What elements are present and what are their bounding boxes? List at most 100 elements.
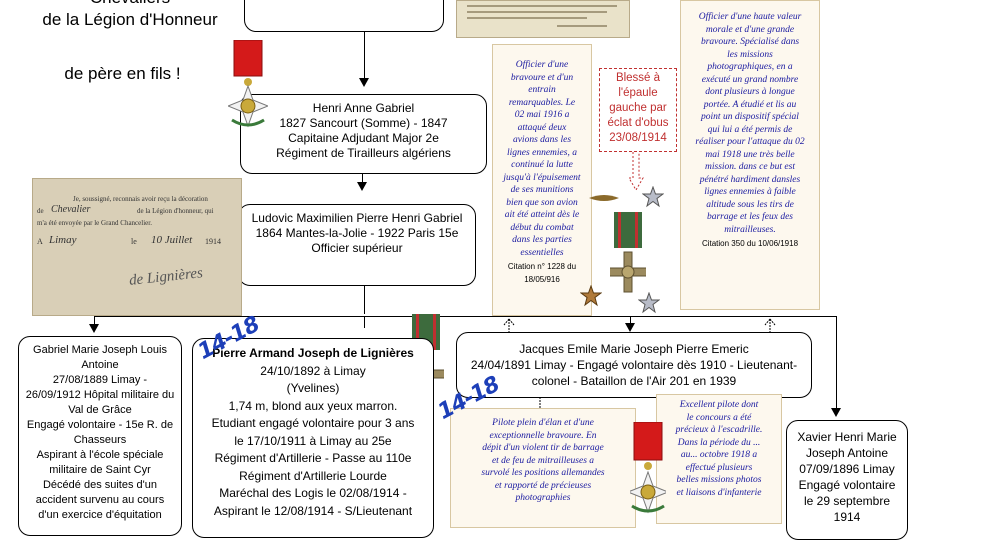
pierre-line: Aspirant le 12/08/1914 - S/Lieutenant: [213, 503, 413, 518]
citation-3-line: exceptionnelle bravoure. En: [489, 430, 597, 441]
person-box-jacques: Jacques Emile Marie Joseph Pierre Emeric…: [456, 332, 812, 398]
citation-2-line: lignes ennemies à faible: [704, 187, 796, 197]
xavier-line: 1914: [833, 510, 861, 524]
citation-4-line: Excellent pilote dont: [679, 400, 759, 410]
wound-line: Blessé à: [615, 72, 661, 84]
gabriel-line: Antoine: [81, 359, 119, 371]
citation-2-line: pénétré hardiment dansles: [699, 174, 801, 185]
henri-name: Henri Anne Gabriel: [312, 101, 415, 115]
citation-2-line: les missions: [727, 49, 773, 60]
person-box-ludovic: Ludovic Maximilien Pierre Henri Gabriel …: [238, 204, 476, 286]
doc-signature: de Lignières: [128, 265, 204, 289]
pierre-name-bold: Pierre Armand Joseph de Lignières: [212, 346, 414, 360]
jacques-name: Jacques Emile Marie Joseph Pierre Emeric: [519, 342, 749, 356]
wound-line: l'épaule: [618, 87, 658, 99]
gabriel-line: militaire de Saint Cyr: [49, 464, 151, 476]
citation-1-line: attaqué deux: [517, 122, 567, 133]
gabriel-line: Engagé volontaire - 15e R. de: [26, 419, 174, 431]
citation-2-line: photographiques, en a: [707, 62, 793, 72]
ludovic-rank: Officier supérieur: [311, 241, 403, 255]
xavier-line: Joseph Antoine: [805, 446, 889, 460]
citation-2-line: mai 1918 une très belle: [705, 149, 795, 160]
xavier-line: Xavier Henri Marie: [797, 430, 897, 444]
citation-1-line: bravoure et d'un: [510, 72, 574, 83]
citation-4-text: Excellent pilote dont le concours a été pr…: [657, 399, 781, 499]
gabriel-line: Décédé des suites d'un: [42, 479, 157, 491]
citation-4-line: précieux à l'escadrille.: [675, 425, 763, 435]
citation-4-line: et liaisons d'infanterie: [676, 487, 762, 498]
doc-line1: Je, soussigné, reconnais avoir reçu la d…: [73, 195, 208, 203]
citation-2-line: barrage et les feux des: [706, 212, 793, 222]
gabriel-line: accident survenu au cours: [35, 494, 165, 506]
citation-4-line: effectué plusieurs: [685, 462, 753, 473]
doc-line3: m'a été envoyée par le Grand Chancelier.: [37, 219, 152, 227]
citation-1-line: bien que son avion: [506, 197, 578, 208]
citation-2-line: bravoure. Spécialisé dans: [700, 37, 800, 47]
henri-unit: Régiment de Tirailleurs algériens: [276, 146, 451, 160]
silver-star-icon: [638, 292, 660, 314]
wound-line: éclat d'obus: [607, 117, 669, 129]
henri-rank: Capitaine Adjudant Major 2e: [288, 131, 439, 145]
citation-4-line: belles missions photos: [676, 475, 762, 485]
citation-3-line: photographies: [515, 493, 571, 503]
citation-1-line: Officier d'une: [515, 60, 569, 70]
citation-1-line: essentielles: [520, 247, 564, 258]
citation-2-line: qui lui a été permis de: [707, 124, 793, 135]
henri-dates: 1827 Sancourt (Somme) - 1847: [279, 116, 448, 130]
croix-de-guerre-medal-icon: [610, 212, 646, 293]
legion-honneur-medal-icon: [630, 422, 666, 514]
double-arrow-icon: [503, 318, 515, 344]
citation-4-line: le concours a été: [686, 412, 752, 423]
gabriel-line: Chasseurs: [73, 434, 127, 446]
citation-1-line: ait été atteint dès le: [504, 210, 580, 220]
pierre-line: Maréchal des Logis le 02/08/1914 -: [219, 486, 407, 500]
dashed-arrow-down-icon: [628, 152, 644, 191]
xavier-line: Engagé volontaire: [798, 478, 896, 492]
citation-2-line: réaliser pour l'attaque du 02: [695, 137, 805, 147]
citation-scroll-4: Excellent pilote dont le concours a été pr…: [656, 394, 782, 524]
doc-line4a: A: [37, 237, 43, 246]
citation-2-line: mission. dans ce but est: [705, 162, 795, 172]
citation-2-line: dont plusieurs à longue: [705, 87, 795, 97]
citation-2-line: altitude sous les tirs de: [706, 199, 794, 210]
doc-line4c: le: [131, 237, 137, 246]
gabriel-line: Val de Grâce: [68, 404, 132, 416]
doc-line4d: 10 Juillet: [151, 234, 193, 246]
double-arrow-icon: [764, 318, 776, 344]
top-person-box: [244, 0, 444, 32]
citation-1-line: dans les parties: [512, 235, 572, 245]
xavier-line: le 29 septembre: [803, 494, 891, 508]
citation-2-line: portée. A étudié et lis au: [703, 99, 797, 110]
gabriel-line: Gabriel Marie Joseph Louis: [33, 344, 167, 356]
jacques-line2: 24/04/1891 Limay - Engagé volontaire dès…: [470, 358, 798, 372]
citation-3-line: et rapporté de précieuses: [494, 480, 592, 491]
citation-4-line: Dans la période du ...: [677, 437, 761, 448]
jacques-line3: colonel - Bataillon de l'Air 201 en 1939: [531, 374, 737, 388]
legion-honneur-medal-icon: [228, 40, 268, 128]
person-box-henri: Henri Anne Gabriel 1827 Sancourt (Somme)…: [240, 94, 487, 174]
citation-1-line: entrain: [528, 85, 556, 95]
gabriel-line: Aspirant à l'école spéciale: [36, 449, 164, 461]
pierre-text: 1,74 m, blond aux yeux marron.Etudiant e…: [193, 398, 433, 521]
wound-line: 23/08/1914: [609, 132, 667, 144]
citation-1-line: jusqu'à l'épuisement: [503, 172, 581, 183]
citation-1-line: continué la lutte: [511, 160, 573, 170]
citation-2-line: Officier d'une haute valeur: [698, 12, 802, 22]
top-document-image: [456, 0, 630, 38]
pierre-line: Etudiant engagé volontaire pour 3 ans: [211, 416, 415, 430]
doc-line4e: 1914: [205, 237, 221, 246]
doc-line2a: de: [37, 207, 44, 215]
legion-receipt-document: Je, soussigné, reconnais avoir reçu la d…: [32, 178, 242, 316]
title-line1: Chevaliers: [40, 0, 220, 8]
title-line3: de père en fils !: [64, 64, 181, 83]
silver-star-icon: [642, 186, 664, 208]
pierre-line: le 17/10/1911 à Limay au 25e: [234, 433, 392, 448]
palm-icon: [589, 195, 619, 201]
